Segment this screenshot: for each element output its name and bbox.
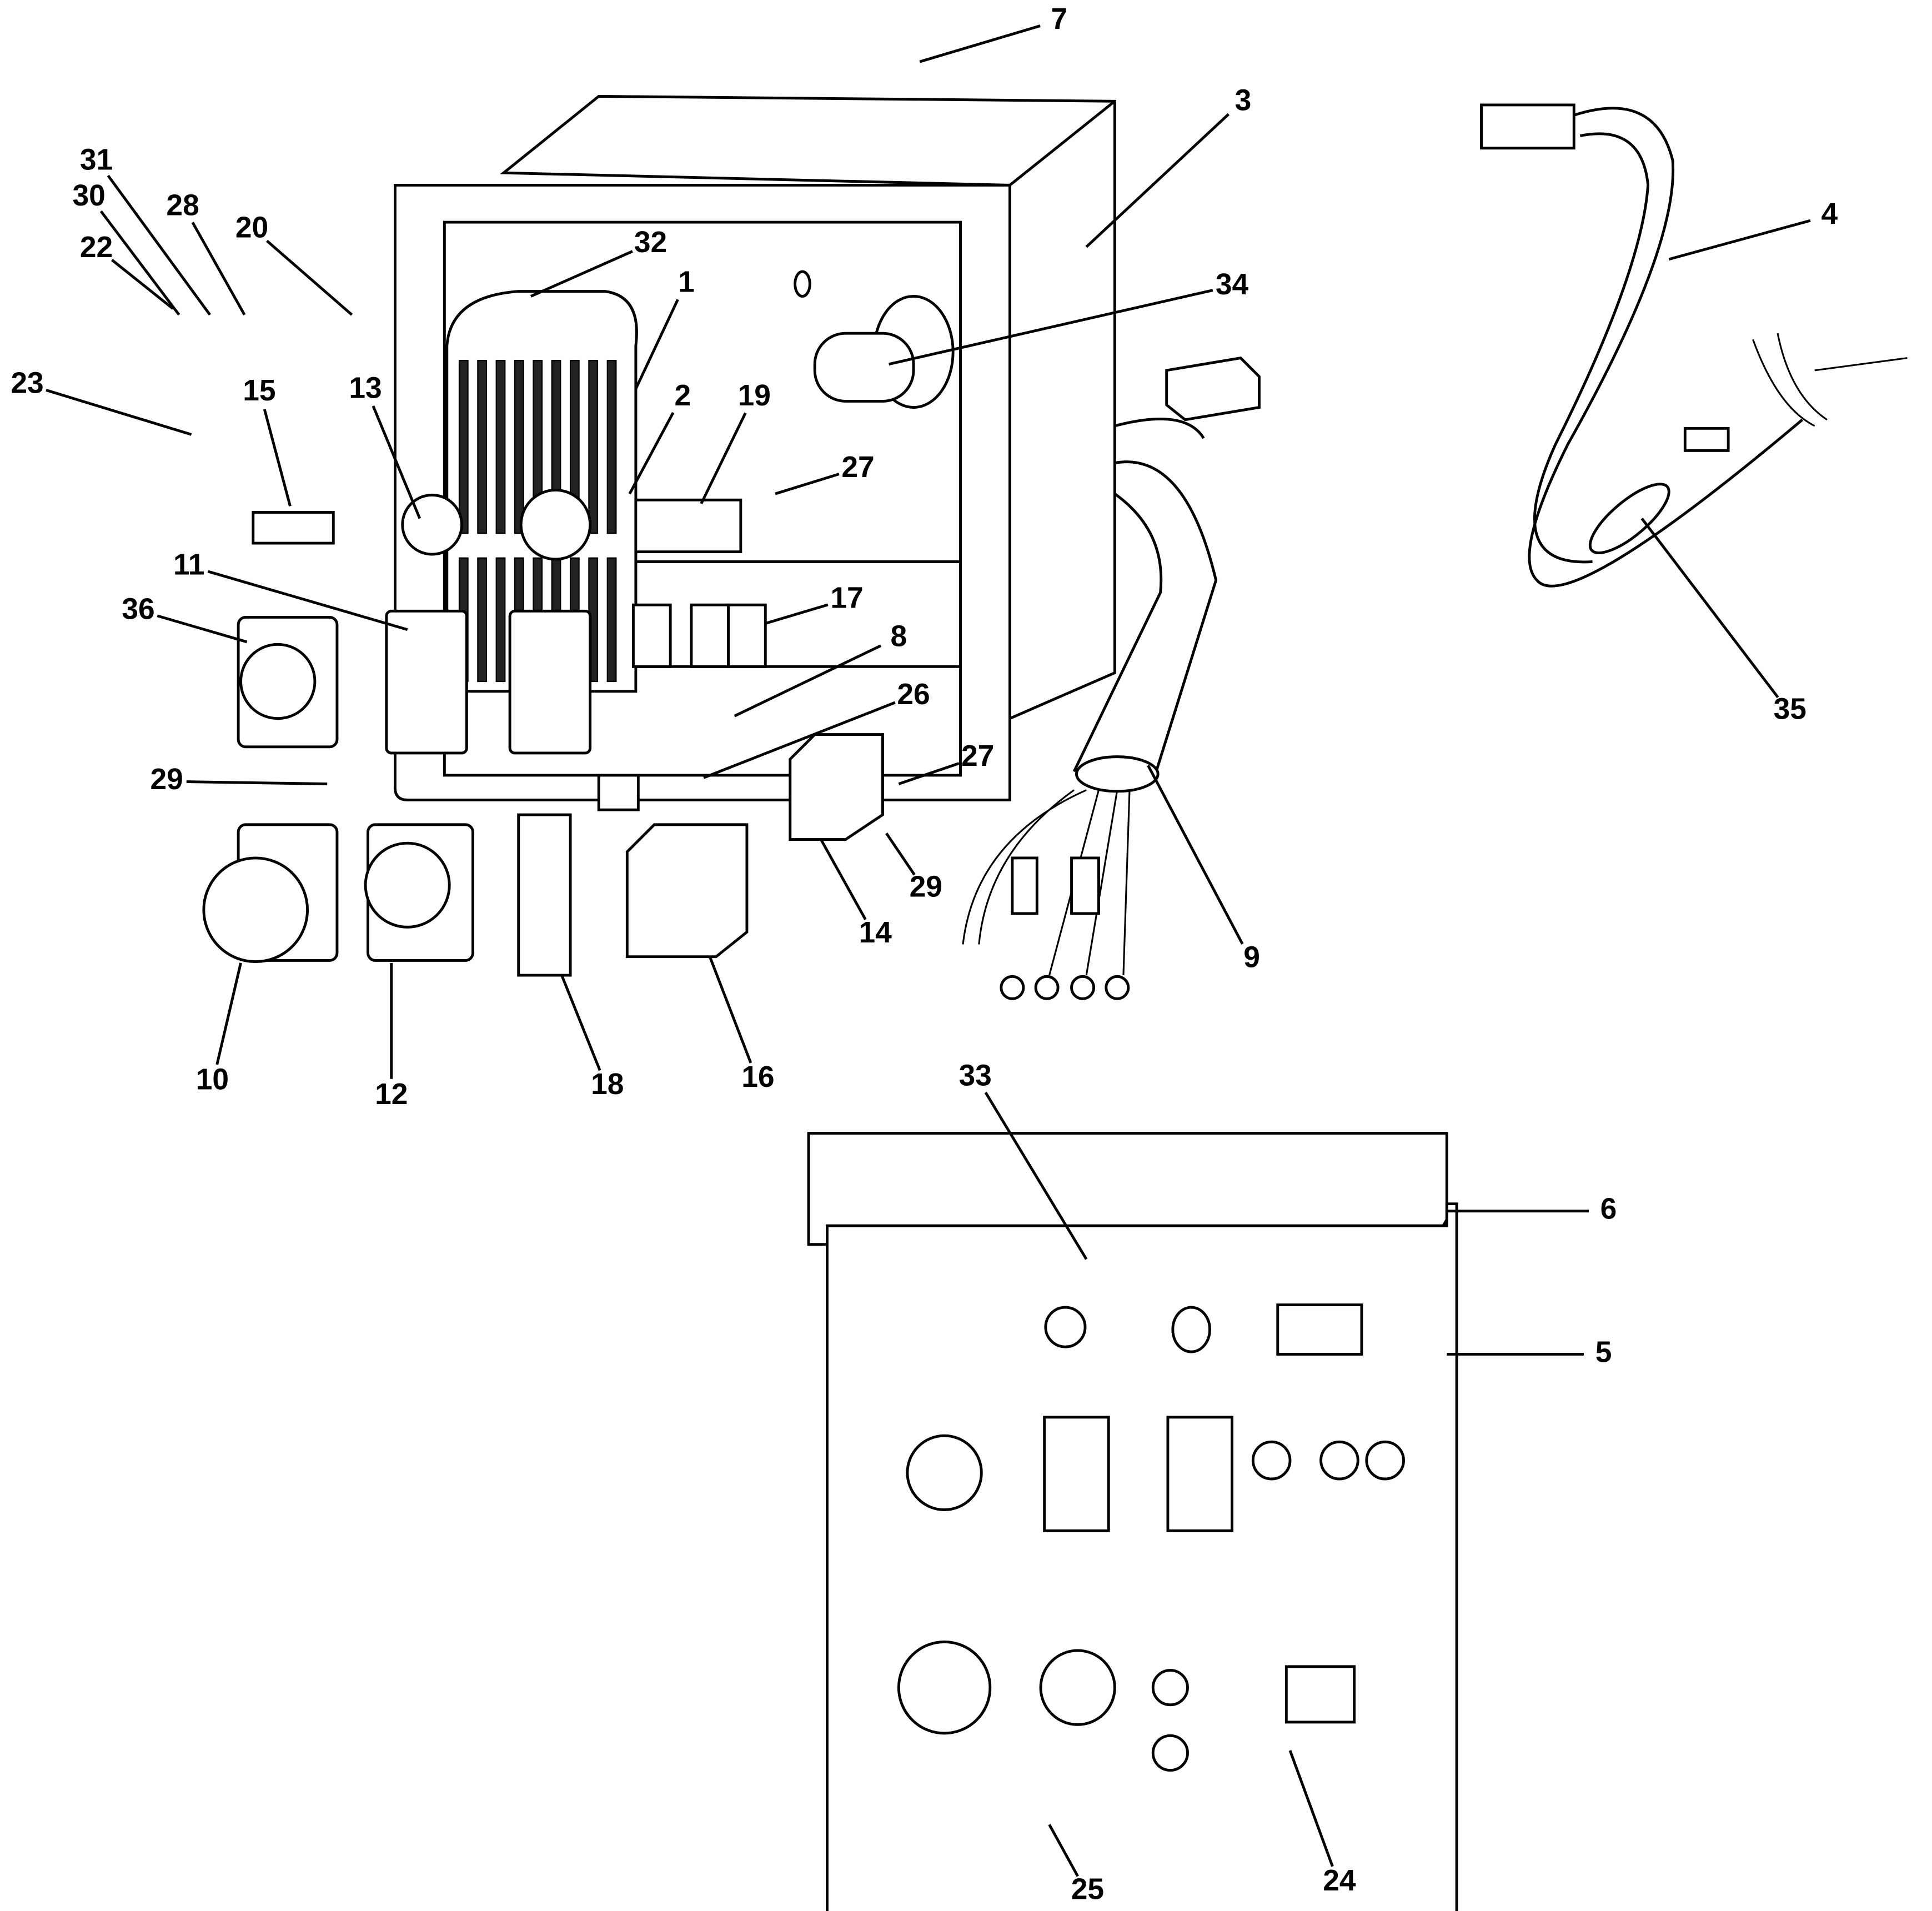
leader-line	[157, 614, 248, 644]
callout-20: 20	[235, 212, 268, 244]
callout-2: 2	[675, 379, 691, 412]
leader-line	[207, 570, 408, 631]
leader-line	[634, 299, 679, 390]
callout-24: 24	[1323, 1864, 1356, 1897]
callout-33: 33	[959, 1060, 992, 1092]
vent-slot	[477, 557, 488, 683]
leader-line	[898, 762, 960, 785]
callout-27: 27	[961, 740, 994, 773]
breaker-34	[794, 270, 955, 409]
callout-1: 1	[678, 265, 695, 298]
wire-harness-4	[1480, 103, 1908, 588]
callout-34: 34	[1216, 268, 1249, 301]
leader-line	[734, 644, 882, 718]
leader-line	[919, 24, 1041, 63]
leader-line	[1288, 1750, 1334, 1867]
leader-line	[107, 174, 211, 316]
leader-line	[1085, 113, 1230, 248]
leader-line	[708, 956, 752, 1064]
receptacles	[202, 489, 884, 977]
callout-23: 23	[11, 367, 43, 400]
callout-15: 15	[243, 374, 275, 407]
callout-11: 11	[173, 548, 204, 581]
callout-19: 19	[738, 379, 771, 412]
vent-slot	[477, 359, 488, 534]
leader-line	[703, 701, 896, 779]
callout-18: 18	[591, 1068, 624, 1101]
callout-30: 30	[72, 179, 105, 212]
leader-line	[1640, 518, 1779, 699]
leader-line	[560, 975, 601, 1071]
callout-29: 29	[910, 871, 942, 904]
callout-13: 13	[349, 372, 382, 405]
leader-line	[984, 1091, 1088, 1260]
leader-line	[889, 289, 1213, 366]
callout-25: 25	[1071, 1873, 1104, 1906]
callout-16: 16	[741, 1061, 774, 1094]
vent-slot	[606, 557, 617, 683]
vent-slot	[588, 359, 599, 534]
callout-28: 28	[166, 189, 199, 222]
leader-line	[820, 839, 867, 920]
leader-line	[372, 405, 421, 519]
callout-29: 29	[150, 763, 183, 796]
callout-7: 7	[1051, 3, 1067, 36]
callout-9: 9	[1243, 941, 1260, 974]
leader-line	[111, 259, 174, 310]
leader-line	[191, 222, 246, 316]
leader-line	[700, 412, 747, 505]
leader-line	[215, 962, 242, 1065]
vent-slot	[495, 359, 506, 534]
vent-slot	[606, 359, 617, 534]
callout-5: 5	[1595, 1336, 1612, 1369]
leader-line	[266, 239, 353, 316]
panel-5	[825, 1202, 1458, 1911]
callout-17: 17	[830, 581, 863, 614]
callout-3: 3	[1235, 84, 1252, 117]
vent-slot	[458, 359, 469, 534]
leader-line	[765, 603, 829, 625]
callout-26: 26	[897, 678, 930, 711]
leader-line	[263, 409, 292, 507]
leader-lines	[46, 24, 1811, 1877]
leader-line	[46, 389, 192, 436]
leader-line	[1668, 219, 1811, 261]
vent-slot	[514, 359, 524, 534]
callout-4: 4	[1821, 198, 1838, 230]
leader-line	[775, 473, 840, 495]
leader-line	[99, 210, 180, 316]
leader-line	[1048, 1824, 1079, 1877]
leader-line	[186, 780, 328, 785]
leader-line	[885, 832, 916, 876]
vent-slot	[495, 557, 506, 683]
wire-harness-9	[962, 357, 1261, 1000]
leader-line	[1147, 765, 1244, 945]
leader-line	[530, 250, 633, 298]
callout-36: 36	[122, 593, 154, 625]
callout-32: 32	[634, 226, 667, 259]
callout-10: 10	[196, 1063, 229, 1096]
leader-line	[628, 412, 675, 495]
callout-14: 14	[859, 916, 892, 949]
callout-27: 27	[841, 451, 874, 484]
callout-12: 12	[375, 1078, 408, 1111]
callout-31: 31	[80, 143, 113, 176]
callout-8: 8	[891, 620, 907, 653]
callout-35: 35	[1774, 693, 1806, 725]
callout-22: 22	[80, 231, 113, 264]
callout-6: 6	[1600, 1193, 1617, 1226]
